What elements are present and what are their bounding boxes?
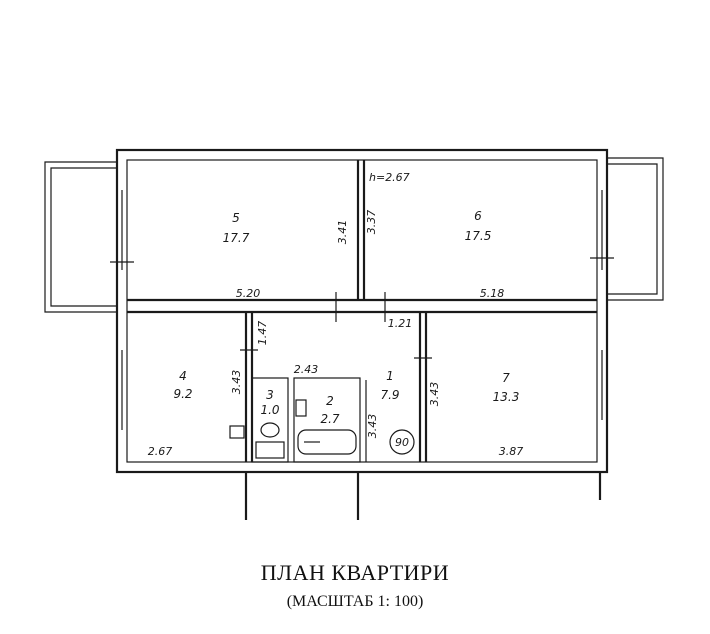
windows	[110, 190, 614, 430]
dimension-1-47: 1.47	[256, 321, 269, 346]
entrance-stub-walls	[244, 472, 602, 520]
room-7-number: 7	[502, 371, 510, 385]
dimension-3-43-left: 3.43	[230, 370, 243, 395]
dimension-1-21: 1.21	[388, 317, 413, 330]
entrance-mark	[389, 429, 415, 455]
dimension-3-37: 3.37	[365, 210, 378, 235]
interior-walls	[127, 160, 597, 463]
room-3-area: 1.0	[260, 403, 279, 417]
dimension-3-43-right: 3.43	[428, 382, 441, 407]
room-3-number: 3	[266, 388, 274, 402]
room-5-area: 17.7	[223, 231, 250, 245]
sink	[229, 399, 307, 439]
room-2-number: 2	[326, 394, 334, 408]
room-5-number: 5	[232, 211, 240, 225]
room-6-number: 6	[474, 209, 482, 223]
room-1-number: 1	[386, 369, 394, 383]
plan-scale: (МАСШТАБ 1: 100)	[286, 593, 424, 610]
right-balcony	[607, 157, 664, 301]
dimension-3-87: 3.87	[499, 445, 524, 458]
dimension-5-18: 5.18	[480, 287, 505, 300]
room-2-area: 2.7	[320, 412, 339, 426]
room-7-area: 13.3	[493, 390, 520, 404]
toilet	[255, 422, 285, 459]
room-1-area: 7.9	[380, 388, 399, 402]
dimension-3-41: 3.41	[336, 220, 349, 245]
left-balcony	[44, 161, 117, 313]
bathtub	[297, 429, 357, 455]
dimension-5-20: 5.20	[236, 287, 261, 300]
dimension-2-67: 2.67	[148, 445, 173, 458]
circled-label: 90	[395, 436, 409, 449]
ceiling-height: h=2.67	[369, 171, 410, 184]
room-4-number: 4	[179, 369, 187, 383]
plan-title: ПЛАН КВАРТИРИ	[260, 560, 450, 585]
dimension-3-43-middle: 3.43	[366, 414, 379, 439]
room-4-area: 9.2	[173, 387, 192, 401]
room-6-area: 17.5	[465, 229, 492, 243]
dimension-2-43: 2.43	[294, 363, 319, 376]
